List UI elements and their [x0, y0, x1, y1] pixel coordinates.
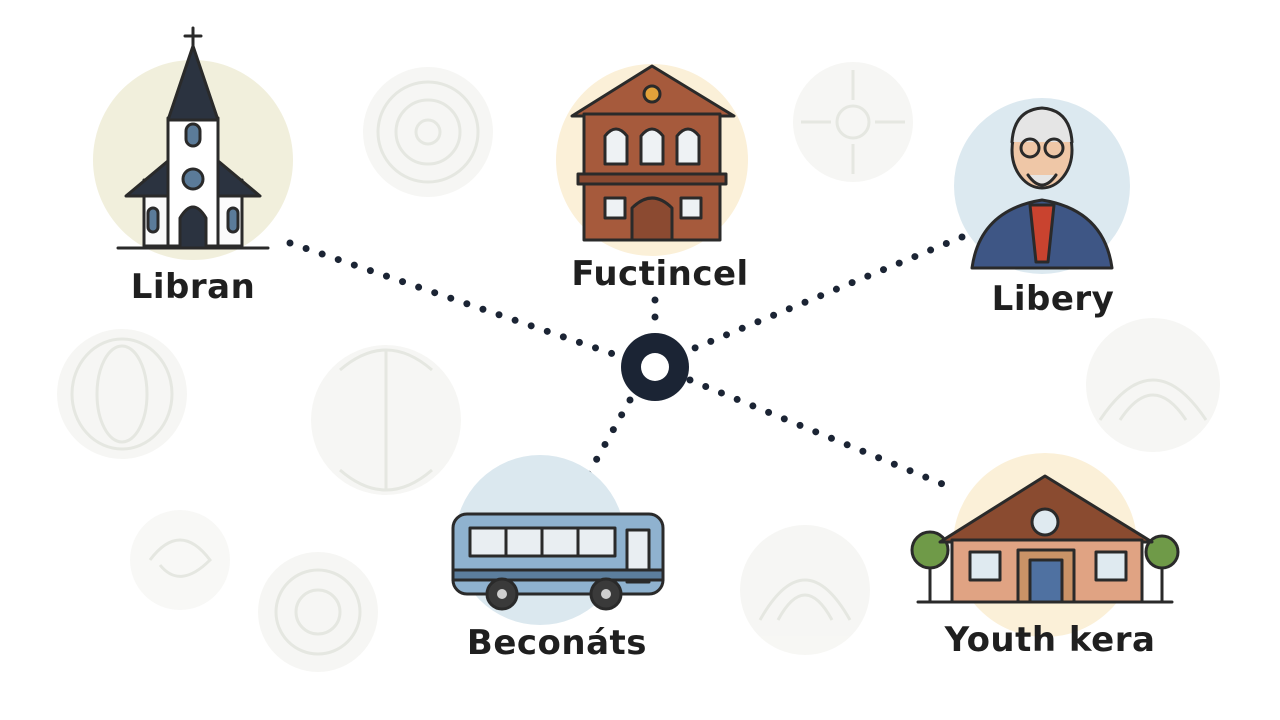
connector-bus — [581, 396, 634, 484]
node-bus[interactable]: Beconáts — [451, 455, 665, 663]
node-label-bus: Beconáts — [467, 623, 647, 663]
background-patterns — [57, 62, 1220, 672]
node-hall[interactable]: Fuctincel — [556, 64, 749, 294]
node-elder[interactable]: Libery — [954, 98, 1130, 319]
pattern-medallion-icon — [1086, 318, 1220, 452]
church-icon — [116, 26, 270, 250]
pattern-medallion-icon — [258, 552, 378, 672]
town-hall-icon — [570, 64, 736, 242]
node-youth[interactable]: Youth kera — [910, 453, 1180, 660]
pattern-medallion-icon — [311, 345, 461, 495]
ring-icon — [621, 333, 689, 401]
pattern-medallion-icon — [363, 67, 493, 197]
pattern-medallion-icon — [57, 329, 187, 459]
youth-center-icon — [910, 474, 1180, 604]
node-label-youth: Youth kera — [944, 620, 1156, 660]
node-label-church: Libran — [131, 267, 256, 307]
node-label-hall: Fuctincel — [571, 254, 748, 294]
connector-elder — [686, 233, 966, 354]
pattern-swirl-icon — [130, 510, 230, 610]
elder-portrait-icon — [970, 106, 1114, 270]
node-church[interactable]: Libran — [93, 26, 293, 307]
pattern-medallion-icon — [740, 525, 870, 655]
node-label-elder: Libery — [992, 279, 1115, 319]
pattern-medallion-icon — [793, 62, 913, 182]
bus-icon — [451, 512, 665, 611]
connector-youth — [686, 376, 956, 492]
connectors — [286, 233, 966, 492]
